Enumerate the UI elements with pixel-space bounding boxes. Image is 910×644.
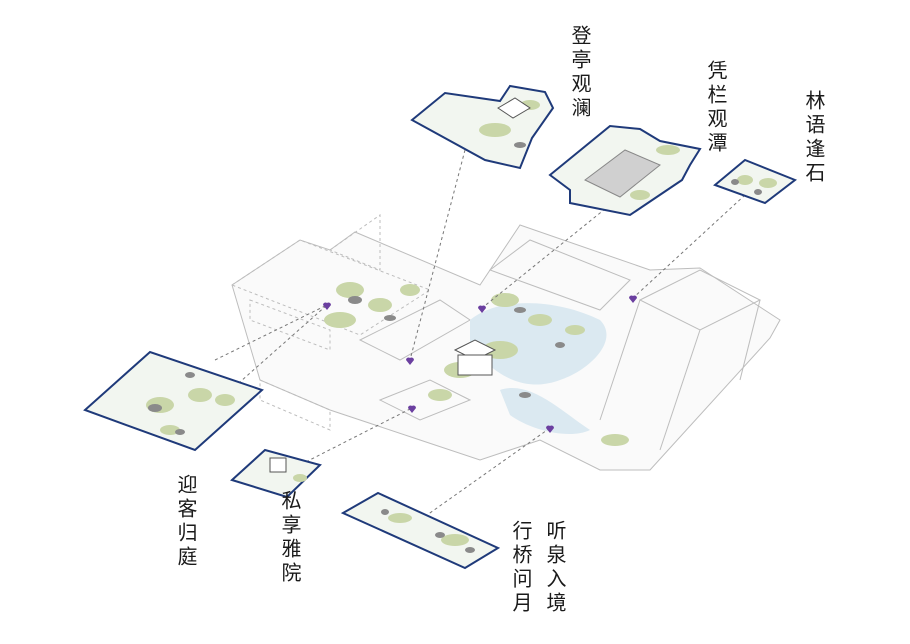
panel-pavilion xyxy=(410,84,555,170)
water-pond xyxy=(470,303,607,435)
panel-welcome xyxy=(83,350,264,452)
panel-bridge-spring xyxy=(340,491,501,570)
zone-label-welcome: 迎客归庭 xyxy=(174,474,198,570)
zone-label-bridge: 行桥问月 xyxy=(509,520,533,616)
panel-private xyxy=(230,448,322,499)
central-pavilion xyxy=(453,339,497,376)
panel-railing xyxy=(548,124,702,217)
zone-label-private: 私享雅院 xyxy=(278,490,302,586)
heart-marker-icon xyxy=(629,295,637,303)
heart-marker-icon xyxy=(478,305,486,313)
zone-label-forest: 林语逢石 xyxy=(802,90,826,186)
location-markers xyxy=(323,295,637,433)
zone-label-spring: 听泉入境 xyxy=(543,520,567,616)
zone-label-railing: 凭栏观潭 xyxy=(704,60,728,156)
heart-marker-icon xyxy=(406,357,414,365)
zone-label-pavilion: 登亭观澜 xyxy=(568,25,592,121)
panel-forest xyxy=(713,158,798,205)
heart-marker-icon xyxy=(323,302,331,310)
heart-marker-icon xyxy=(408,405,416,413)
heart-marker-icon xyxy=(546,425,554,433)
